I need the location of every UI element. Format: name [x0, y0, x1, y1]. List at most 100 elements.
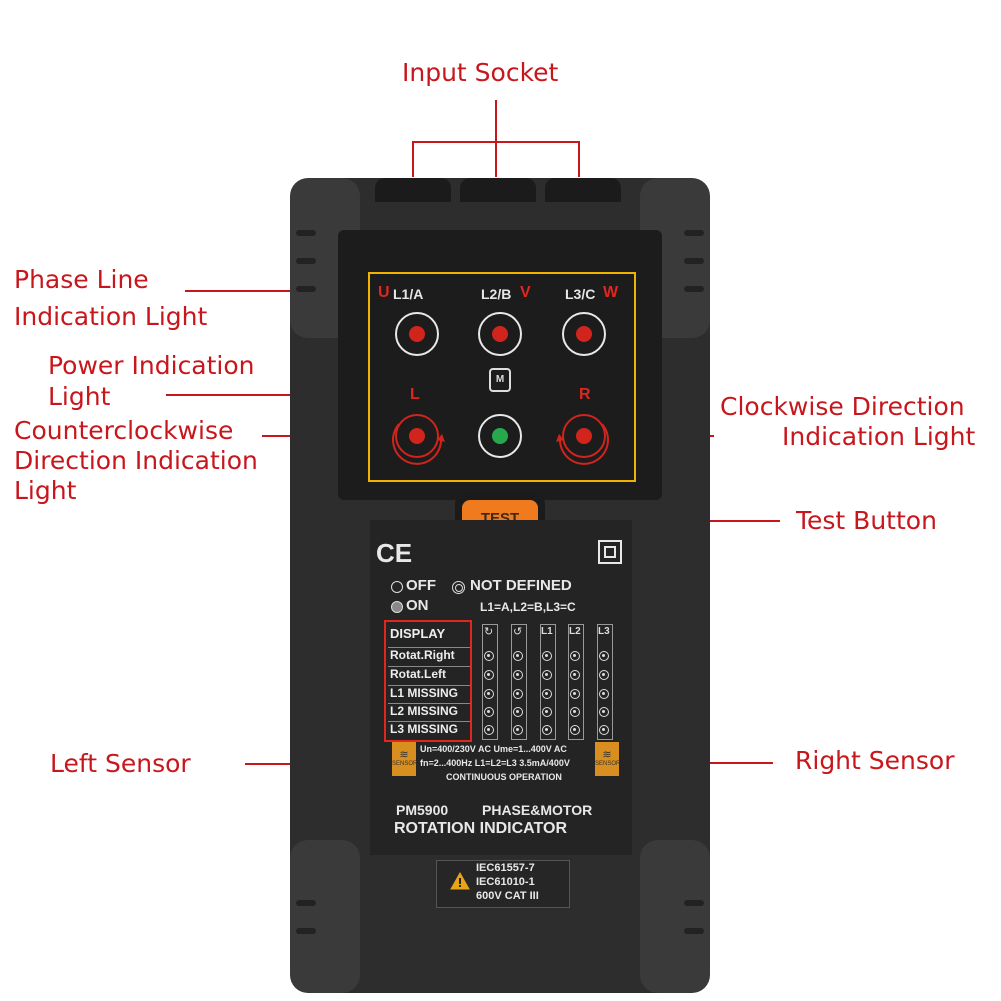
table-indicator-dot: [599, 670, 609, 680]
callout-phase-line-1: Phase Line: [14, 265, 149, 294]
phase-mapping: L1=A,L2=B,L3=C: [480, 600, 576, 614]
input-socket-3[interactable]: [545, 178, 621, 202]
legend-off-label: OFF: [406, 577, 436, 594]
warning-icon: [450, 872, 470, 890]
callout-ccw-2: Direction Indication: [14, 446, 258, 475]
input-socket-2[interactable]: [460, 178, 536, 202]
standard-1: IEC61557-7: [476, 862, 535, 874]
callout-right-sensor: Right Sensor: [795, 746, 955, 775]
phase-label-l3: L3/C: [565, 286, 596, 302]
callout-cw-1: Clockwise Direction: [720, 392, 965, 421]
table-indicator-dot: [484, 689, 494, 699]
table-indicator-dot: [570, 707, 580, 717]
spec-line-2: fn=2...400Hz L1=L2=L3 3.5mA/400V: [420, 758, 570, 768]
spec-line-3: CONTINUOUS OPERATION: [446, 772, 562, 782]
spec-line-1: Un=400/230V AC Ume=1...400V AC: [420, 744, 567, 754]
product-title-2: ROTATION INDICATOR: [394, 820, 568, 837]
callout-input-socket: Input Socket: [402, 58, 559, 87]
phase-label-l1: L1/A: [393, 286, 424, 302]
standard-3: 600V CAT III: [476, 890, 539, 902]
table-row-label: L1 MISSING: [388, 685, 470, 702]
table-indicator-dot: [570, 689, 580, 699]
legend-on-icon: [391, 601, 403, 613]
table-indicator-dot: [542, 725, 552, 735]
ce-mark: CE: [376, 538, 413, 568]
table-indicator-dot: [484, 670, 494, 680]
input-socket-tick-r: [578, 141, 580, 177]
input-socket-1[interactable]: [375, 178, 451, 202]
legend-on-label: ON: [406, 597, 429, 614]
grip-ridge: [684, 286, 704, 292]
table-indicator-dot: [599, 707, 609, 717]
callout-ccw-1: Counterclockwise: [14, 416, 234, 445]
table-indicator-dot: [484, 725, 494, 735]
phase-label-v: V: [520, 284, 531, 301]
table-indicator-dot: [542, 707, 552, 717]
power-indication-light: [478, 414, 522, 458]
callout-test-button: Test Button: [796, 506, 937, 535]
phase-light-l1: [395, 312, 439, 356]
callout-power-1: Power Indication: [48, 351, 255, 380]
table-indicator-dot: [513, 707, 523, 717]
phase-light-l2: [478, 312, 522, 356]
table-indicator-dot: [542, 689, 552, 699]
table-col-ccw: ↺: [511, 624, 527, 740]
ccw-direction-light: [395, 414, 439, 458]
input-socket-tick-m: [495, 141, 497, 177]
right-sensor: ≋SENSOR: [595, 742, 620, 776]
table-indicator-dot: [570, 670, 580, 680]
legend-not-defined-icon: [452, 581, 465, 594]
phase-label-w: W: [603, 284, 619, 301]
legend-not-defined-label: NOT DEFINED: [470, 577, 572, 594]
callout-cw-2: Indication Light: [782, 422, 976, 451]
right-direction-label: R: [579, 386, 591, 403]
table-indicator-dot: [484, 707, 494, 717]
table-indicator-dot: [542, 651, 552, 661]
cw-direction-light: [562, 414, 606, 458]
table-row-label: DISPLAY: [390, 626, 446, 641]
display-table-highlight: [384, 620, 472, 742]
corner-bumper-br: [640, 840, 710, 993]
grip-ridge: [684, 900, 704, 906]
grip-ridge: [296, 258, 316, 264]
callout-left-sensor: Left Sensor: [50, 749, 191, 778]
table-row-label: L3 MISSING: [388, 721, 470, 738]
callout-ccw-3: Light: [14, 476, 77, 505]
grip-ridge: [296, 900, 316, 906]
double-insulation-icon: [598, 540, 622, 564]
table-indicator-dot: [570, 651, 580, 661]
table-col-l3: L3: [597, 624, 613, 740]
table-indicator-dot: [513, 651, 523, 661]
info-panel: [370, 520, 632, 855]
callout-phase-line-2: Indication Light: [14, 302, 208, 331]
input-socket-tick-l: [412, 141, 414, 177]
motor-icon: M: [489, 368, 511, 392]
grip-ridge: [296, 928, 316, 934]
ccw-arrow-icon: [392, 423, 445, 465]
grip-ridge: [684, 258, 704, 264]
phase-label-l2: L2/B: [481, 286, 512, 302]
table-indicator-dot: [570, 725, 580, 735]
product-title-1: PHASE&MOTOR: [482, 802, 593, 818]
table-col-cw: ↻: [482, 624, 498, 740]
model-number: PM5900: [396, 802, 449, 818]
standard-2: IEC61010-1: [476, 876, 535, 888]
grip-ridge: [684, 230, 704, 236]
left-direction-label: L: [410, 386, 420, 403]
table-indicator-dot: [542, 670, 552, 680]
table-indicator-dot: [513, 689, 523, 699]
grip-ridge: [684, 928, 704, 934]
corner-bumper-bl: [290, 840, 360, 993]
callout-power-2: Light: [48, 382, 111, 411]
phase-light-l3: [562, 312, 606, 356]
phase-label-u: U: [378, 284, 390, 301]
table-row-label: Rotat.Right: [388, 647, 470, 664]
table-col-l1: L1: [540, 624, 556, 740]
table-row-label: L2 MISSING: [388, 703, 470, 720]
table-col-l2: L2: [568, 624, 584, 740]
indicator-frame: [368, 272, 636, 482]
left-sensor: ≋SENSOR: [392, 742, 417, 776]
grip-ridge: [296, 230, 316, 236]
table-row-label: Rotat.Left: [388, 666, 470, 683]
table-indicator-dot: [599, 651, 609, 661]
